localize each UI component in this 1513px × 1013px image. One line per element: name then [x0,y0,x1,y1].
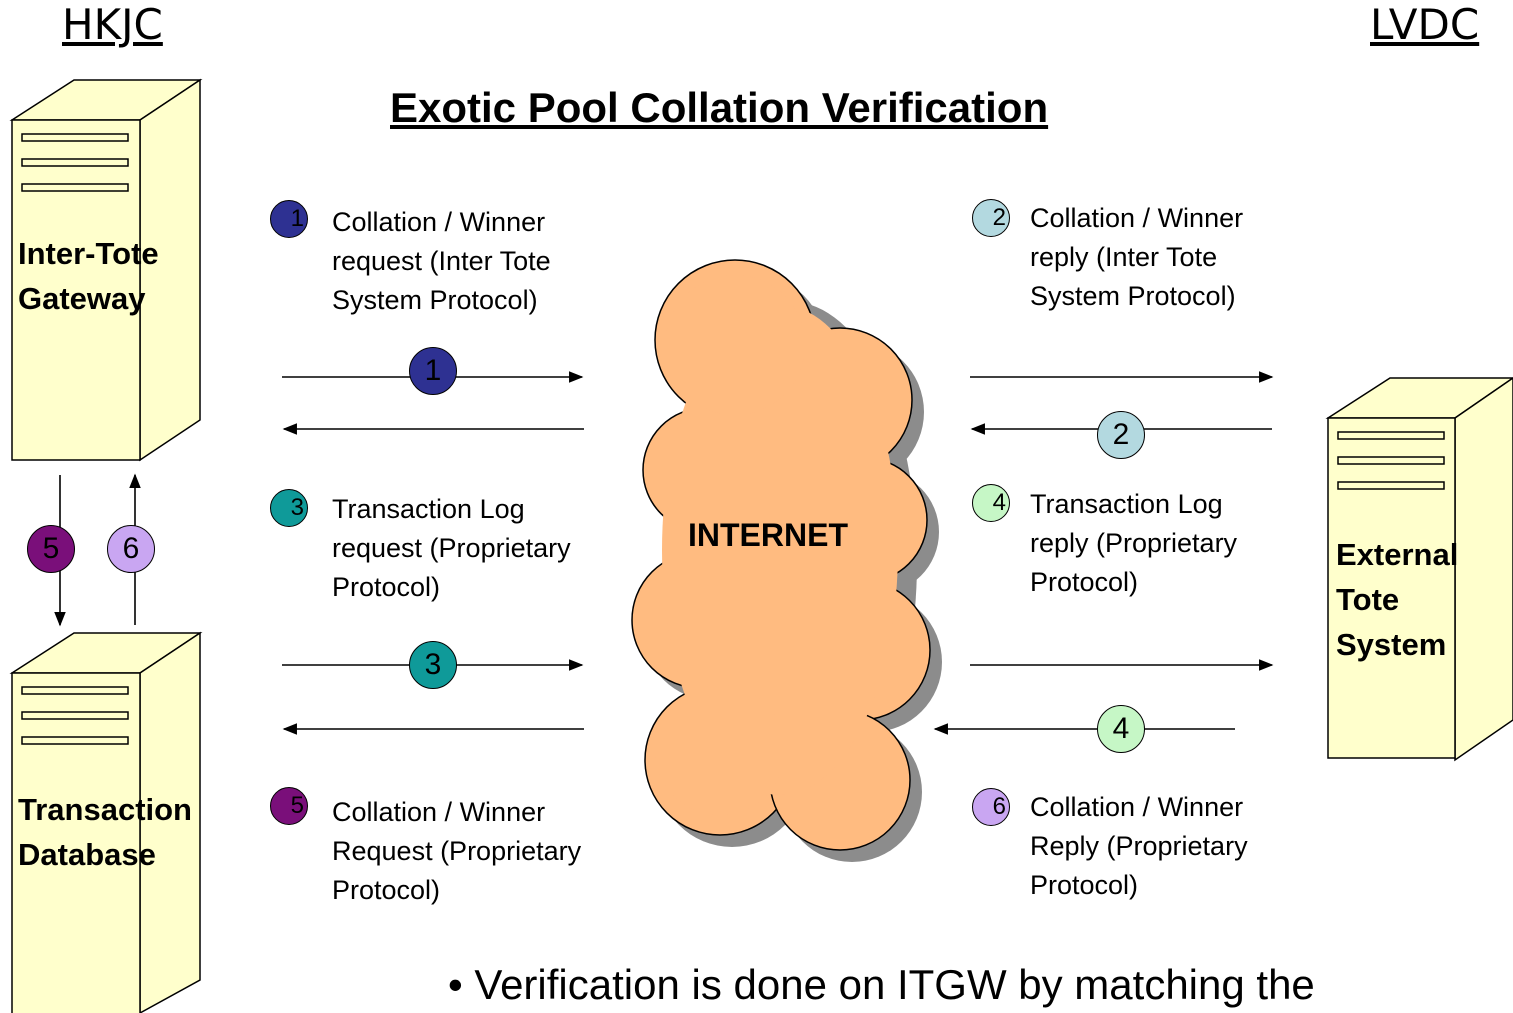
arrow-2-marker: 2 [1097,411,1145,459]
arrow-3-marker: 3 [409,641,457,689]
site-label-left: HKJC [62,0,163,49]
step-3-text: Transaction Log request (Proprietary Pro… [332,494,571,603]
arrow-5-marker: 5 [27,525,75,573]
bullet-point: • Verification is done on ITGW by matchi… [448,961,1315,1008]
step-5-badge: 5 [270,787,308,825]
external-server-icon [1325,377,1513,762]
bullet-text: Verification is done on ITGW by matching… [474,961,1315,1008]
diagram-title: Exotic Pool Collation Verification [390,84,1049,131]
step-1-badge: 1 [270,200,308,238]
internet-label: INTERNET [688,517,848,553]
step-2-badge: 2 [972,199,1010,237]
step-4-text: Transaction Log reply (Proprietary Proto… [1030,489,1238,598]
arrow-4-marker: 4 [1097,705,1145,753]
step-6-text: Collation / Winner Reply (Proprietary Pr… [1030,792,1248,901]
step-5-text: Collation / Winner Request (Proprietary … [332,797,582,906]
database-label: Transaction Database [18,792,192,872]
step-1-text: Collation / Winner request (Inter Tote S… [332,207,551,316]
step-3-badge: 3 [270,489,308,527]
step-6-badge: 6 [972,788,1010,826]
gateway-label: Inter-Tote Gateway [18,236,159,316]
database-server-icon [9,631,203,1013]
step-4-badge: 4 [972,484,1010,522]
gateway-server-icon [9,78,203,462]
arrow-1-marker: 1 [409,347,457,395]
arrow-6-marker: 6 [107,525,155,573]
external-tote-label: External Tote System [1336,537,1459,662]
site-label-right: LVDC [1370,0,1480,49]
internet-cloud-icon [631,259,942,862]
step-2-text: Collation / Winner reply (Inter Tote Sys… [1030,203,1244,312]
